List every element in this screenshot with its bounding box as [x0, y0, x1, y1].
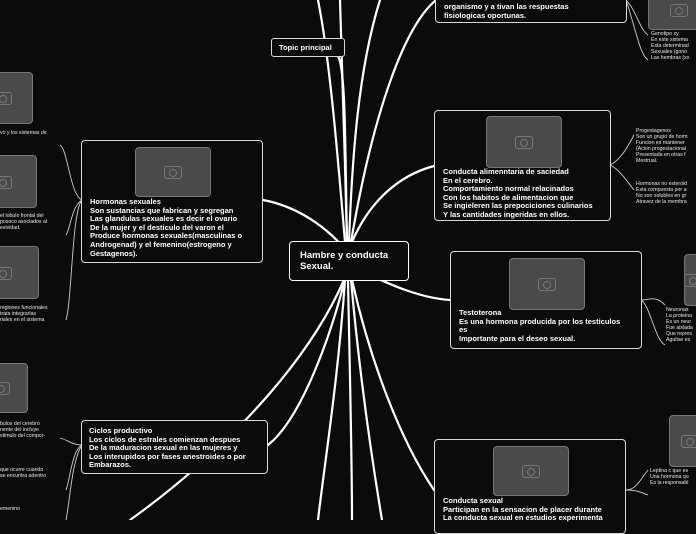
conducta-sexual-image: [493, 446, 569, 496]
link-left-down: [128, 278, 346, 520]
link-saciedad: [350, 164, 436, 244]
link-conducta-sexual: [350, 278, 436, 492]
note-left-5: que ocurre cuando se encuntra adentro: [0, 467, 47, 480]
link-down-3: [349, 278, 384, 520]
node-top-right[interactable]: organismo y a tivan las respuestas fisio…: [435, 0, 627, 23]
node-conducta-sexual[interactable]: Conducta sexual Participan en la sensaci…: [434, 439, 626, 534]
camera-icon: [0, 92, 12, 105]
link-up-3: [347, 0, 382, 244]
node-testosterona-text: Testoterona Es una hormona producida por…: [459, 308, 621, 343]
node-testosterona[interactable]: Testoterona Es una hormona producida por…: [450, 251, 642, 349]
camera-icon: [670, 4, 688, 17]
note-left-2: el lobulo frontal del posoco asociados a…: [0, 213, 48, 232]
testosterona-image: [509, 258, 585, 310]
central-node[interactable]: Hambre y conducta Sexual.: [289, 241, 409, 281]
node-top-right-text: organismo y a tivan las respuestas fisio…: [444, 2, 569, 20]
right-image-2: [684, 254, 696, 306]
right-image-3: [669, 415, 696, 467]
left-image-1: [0, 72, 33, 124]
camera-icon: [522, 465, 540, 478]
node-ciclos-text: Ciclos productivo Los ciclos de estrales…: [89, 426, 246, 470]
camera-icon: [0, 266, 12, 280]
saciedad-image: [486, 116, 562, 168]
node-conducta-sexual-text: Conducta sexual Participan en la sensaci…: [443, 496, 603, 523]
left-image-2: [0, 155, 37, 208]
hormonas-image: [135, 147, 211, 197]
link-up-1: [316, 0, 347, 244]
note-left-3: regiones funcionales trata integrarlas r…: [0, 305, 48, 324]
note-leptina: Leptina c que es Una hormona qu Es la re…: [650, 468, 689, 487]
node-hormonas-text: Hormonas sexuales Son sustancias que fab…: [90, 197, 243, 258]
link-down-2: [346, 278, 354, 520]
link-ciclos: [266, 273, 348, 447]
camera-icon: [515, 136, 533, 149]
camera-icon: [0, 382, 10, 395]
topic-principal-label: Topic principal: [279, 43, 332, 52]
left-image-3: [0, 246, 39, 299]
link-down-1: [316, 278, 347, 520]
camera-icon: [0, 175, 12, 189]
camera-icon: [681, 435, 696, 448]
camera-icon: [164, 166, 182, 179]
camera-icon: [684, 274, 696, 287]
note-esteroides: Hormonas no esteroid Esta compuesta por …: [636, 181, 688, 206]
right-image-1: [648, 0, 696, 30]
note-genotipo: Genotipo xy En este sistema Esta determi…: [651, 31, 690, 62]
central-title: Hambre y conducta Sexual.: [300, 250, 389, 272]
topic-principal-node[interactable]: Topic principal: [271, 38, 345, 57]
note-left-4: bulos del cerebro nente del incluye stim…: [0, 421, 46, 440]
note-neuronas: Neuronas La proteina Es un neur Fue aisl…: [666, 307, 693, 344]
node-saciedad[interactable]: Conducta alimenntaria de saciedad En el …: [434, 110, 611, 221]
camera-icon: [538, 278, 556, 291]
link-top-right: [349, 0, 438, 244]
note-left-1: vo y los sistemas de: [0, 130, 47, 136]
node-hormonas[interactable]: Hormonas sexuales Son sustancias que fab…: [81, 140, 263, 263]
left-image-4: [0, 363, 28, 413]
link-topic: [336, 54, 349, 244]
node-saciedad-text: Conducta alimenntaria de saciedad En el …: [443, 167, 593, 219]
note-left-6: emenino: [0, 506, 20, 512]
node-ciclos[interactable]: Ciclos productivo Los ciclos de estrales…: [81, 420, 268, 474]
note-progestagenos: Progestagenos Son un grupo de horm Funci…: [636, 128, 688, 165]
